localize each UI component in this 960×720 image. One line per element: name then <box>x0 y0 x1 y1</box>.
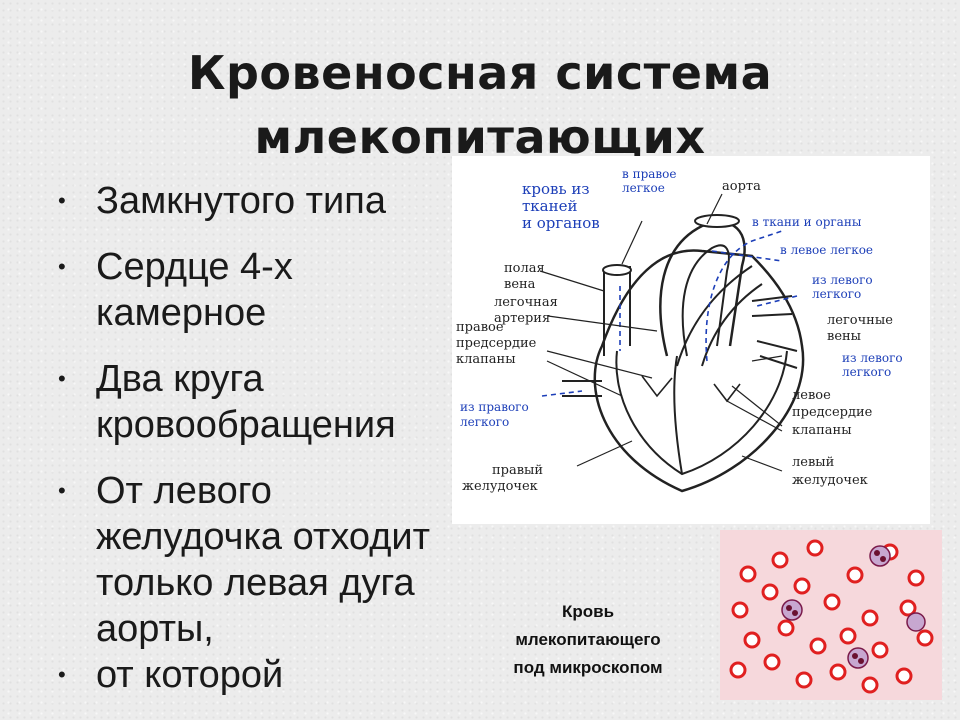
bullet-item: От левого желудочка отходит только левая… <box>52 468 452 652</box>
blood-caption: Кровь млекопитающего под микроскопом <box>458 598 718 682</box>
label-left-atrium: левое <box>792 388 831 403</box>
label-blood-from-tissues: кровь из <box>522 180 590 198</box>
label-left-ventricle: левый <box>792 455 834 470</box>
heart-diagram: кровь из тканей и органов в правое легко… <box>452 156 930 524</box>
septum <box>673 355 683 475</box>
label-right-atrium: правое <box>456 320 504 335</box>
label-pulmonary-veins: легочные <box>827 313 893 328</box>
label-pulmonary-artery: легочная <box>494 295 558 310</box>
svg-text:тканей: тканей <box>522 197 578 215</box>
svg-text:легкого: легкого <box>460 415 509 429</box>
svg-text:вены: вены <box>827 329 861 344</box>
label-from-right-lung: из правого <box>460 400 529 414</box>
title-line-1: Кровеносная система <box>187 46 773 100</box>
blood-cells-illustration <box>729 539 934 694</box>
svg-text:клапаны: клапаны <box>456 352 516 367</box>
blood-microscope-image <box>720 530 942 700</box>
heart-illustration: кровь из тканей и органов в правое легко… <box>456 167 903 494</box>
svg-text:артерия: артерия <box>494 311 550 326</box>
svg-text:клапаны: клапаны <box>792 423 852 438</box>
svg-text:легкого: легкого <box>842 365 891 379</box>
svg-text:вена: вена <box>504 277 536 292</box>
label-to-left-lung: в левое легкое <box>780 243 873 257</box>
svg-text:предсердие: предсердие <box>456 336 537 351</box>
bullet-item: Сердце 4-х камерное <box>52 244 452 336</box>
bullet-item: Замкнутого типа <box>52 178 452 224</box>
title-line-2: млекопитающих <box>254 110 706 164</box>
label-to-tissues: в ткани и органы <box>752 215 862 229</box>
label-from-left-lung-2: из левого <box>842 351 903 365</box>
label-to-right-lung: в правое <box>622 167 677 181</box>
caption-line: под микроскопом <box>513 658 663 677</box>
svg-text:и органов: и органов <box>522 214 600 232</box>
caption-line: Кровь <box>561 602 615 621</box>
caption-line: млекопитающего <box>515 630 661 649</box>
label-vena-cava: полая <box>504 261 545 276</box>
bullet-list: Замкнутого типа Сердце 4-х камерное Два … <box>52 178 452 718</box>
bullet-item: Два круга кровообращения <box>52 356 452 448</box>
svg-text:предсердие: предсердие <box>792 405 873 420</box>
label-from-left-lung-1: из левого <box>812 273 873 287</box>
svg-text:желудочек: желудочек <box>462 479 538 494</box>
label-right-ventricle: правый <box>492 463 543 478</box>
svg-text:легкого: легкого <box>812 287 861 301</box>
bullet-item-continuation: от которой <box>52 652 452 698</box>
svg-text:желудочек: желудочек <box>792 473 868 488</box>
label-aorta: аорта <box>722 179 761 194</box>
svg-text:легкое: легкое <box>622 181 665 195</box>
